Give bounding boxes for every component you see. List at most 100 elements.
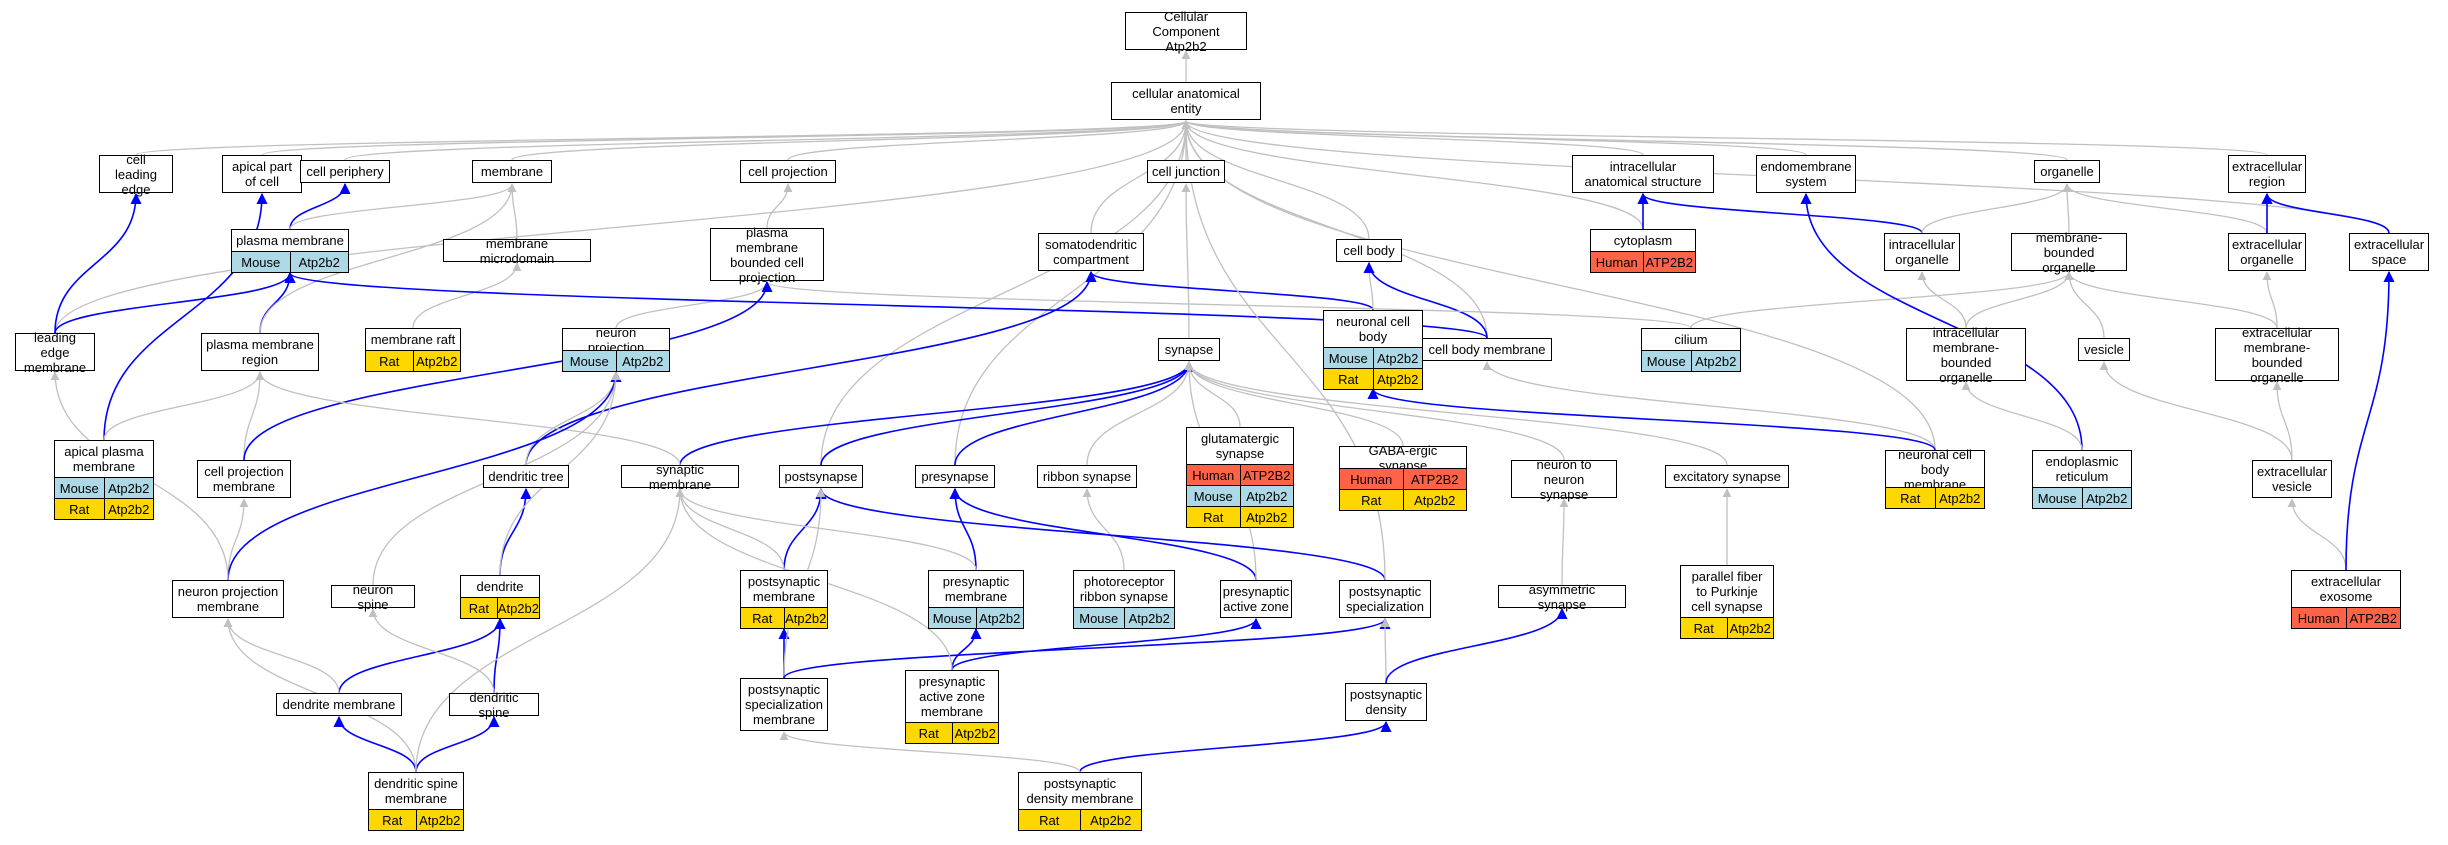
edge-exr-to-cae — [1181, 120, 2268, 156]
go-term-node-pssm: postsynaptic specialization membrane — [740, 678, 828, 731]
go-term-label: dendrite — [476, 579, 524, 594]
go-term-label: membrane raft — [370, 332, 456, 347]
go-term-node-endo: endomembrane system — [1756, 155, 1856, 193]
edge-ias-to-cae — [1181, 120, 1644, 156]
species-cell: Rat — [1681, 618, 1727, 638]
go-term-label: GABA-ergic synapse — [1368, 442, 1438, 473]
go-term-node-exs: extracellular space — [2349, 233, 2429, 271]
go-term-label: presynaptic active zone — [1222, 584, 1290, 614]
go-term-label: presynaptic active zone membrane — [918, 674, 986, 719]
go-term-label: cytoplasm — [1613, 233, 1673, 248]
go-term-label: somatodendritic compartment — [1045, 237, 1137, 267]
go-term-label: glutamatergic synapse — [1200, 431, 1280, 461]
edge-psd-to-asy — [1385, 607, 1568, 684]
gene-cell: Atp2b2 — [615, 351, 669, 371]
edge-pmr-to-mem — [259, 183, 517, 334]
edge-asy-to-n2n — [1559, 498, 1569, 586]
species-cell: Rat — [55, 499, 104, 519]
go-term-label: endomembrane system — [1760, 159, 1852, 189]
go-term-node-org: organelle — [2034, 160, 2100, 183]
go-term-node-io: intracellular organelle — [1884, 233, 1960, 271]
edge-dsm-to-ds — [415, 715, 500, 773]
edge-dt-to-nproj — [525, 371, 621, 466]
go-term-node-sm: synaptic membrane — [621, 461, 739, 492]
edge-er-to-endo — [1800, 192, 2083, 451]
go-term-label: neuron spine — [352, 581, 394, 612]
edge-pm-to-mem — [289, 183, 517, 230]
go-term-node-pmr: plasma membrane region — [201, 333, 319, 371]
go-term-label: extracellular vesicle — [2256, 464, 2328, 494]
gene-cell: Atp2b2 — [783, 608, 827, 628]
go-term-node-cbm: cell body membrane — [1422, 338, 1552, 361]
go-term-label: dendrite membrane — [282, 697, 396, 712]
edge-prm-to-sm — [675, 488, 977, 571]
go-term-label: Cellular Component Atp2b2 — [1152, 8, 1220, 54]
go-term-label: postsynaptic density membrane — [1026, 776, 1134, 806]
edge-cil-to-mbo — [1690, 271, 2074, 329]
species-cell: Mouse — [232, 252, 290, 272]
go-term-node-ves: vesicle — [2078, 338, 2130, 361]
go-term-label: asymmetric synapse — [1528, 581, 1596, 612]
edge-psm-to-post — [783, 487, 827, 571]
edge-mem-to-cae — [511, 120, 1191, 161]
go-term-label: membrane-bounded organelle — [2035, 229, 2103, 275]
species-cell: Rat — [906, 723, 952, 743]
gene-cell: Atp2b2 — [1079, 810, 1141, 830]
go-term-label: postsynaptic specialization — [1345, 584, 1425, 614]
species-cell: Mouse — [1187, 486, 1240, 506]
edge-ncbm-to-cae — [1181, 120, 1936, 451]
go-term-label: synaptic membrane — [648, 461, 712, 492]
go-term-node-ias: intracellular anatomical structure — [1572, 155, 1714, 193]
go-term-node-lem: leading edge membrane — [15, 330, 95, 375]
gene-cell: Atp2b2 — [1690, 351, 1740, 371]
edge-cpm-to-pmr — [243, 371, 265, 461]
gene-cell: ATP2B2 — [1642, 252, 1695, 272]
edge-rib-to-syn — [1086, 361, 1194, 466]
gene-cell: Atp2b2 — [1934, 488, 1984, 508]
go-term-node-exo: extracellular organelle — [2228, 233, 2306, 271]
species-cell: Human — [1187, 465, 1240, 485]
go-term-label: dendritic spine — [469, 689, 519, 720]
go-term-label: ribbon synapse — [1042, 469, 1132, 484]
edge-embo-to-exo — [2262, 271, 2278, 329]
go-term-label: plasma membrane region — [206, 337, 314, 367]
edge-cp-to-cae — [344, 120, 1191, 161]
edge-prs-to-rib — [1082, 488, 1125, 571]
go-term-node-cle: cell leading edge — [99, 152, 173, 197]
go-term-label: dendritic tree — [488, 469, 564, 484]
go-term-label: synapse — [1164, 342, 1214, 357]
edge-psm-to-sm — [675, 488, 785, 571]
edge-ncbm-to-cbm — [1482, 361, 1936, 451]
species-cell: Rat — [369, 810, 416, 830]
gene-cell: Atp2b2 — [412, 351, 460, 371]
edge-npm-to-cpm — [227, 498, 249, 581]
edge-glu-to-syn — [1184, 361, 1241, 428]
edge-pssm-to-pss — [783, 617, 1391, 679]
gene-cell: Atp2b2 — [1239, 486, 1293, 506]
edge-psdm-to-pssm — [779, 731, 1081, 773]
species-cell: Rat — [1019, 810, 1080, 830]
go-term-node-n2n: neuron to neuron synapse — [1511, 457, 1617, 502]
edge-lem-to-pm — [54, 271, 296, 334]
go-term-label: apical plasma membrane — [64, 444, 144, 474]
species-cell: Mouse — [929, 608, 976, 628]
go-term-label: plasma membrane — [236, 233, 344, 248]
